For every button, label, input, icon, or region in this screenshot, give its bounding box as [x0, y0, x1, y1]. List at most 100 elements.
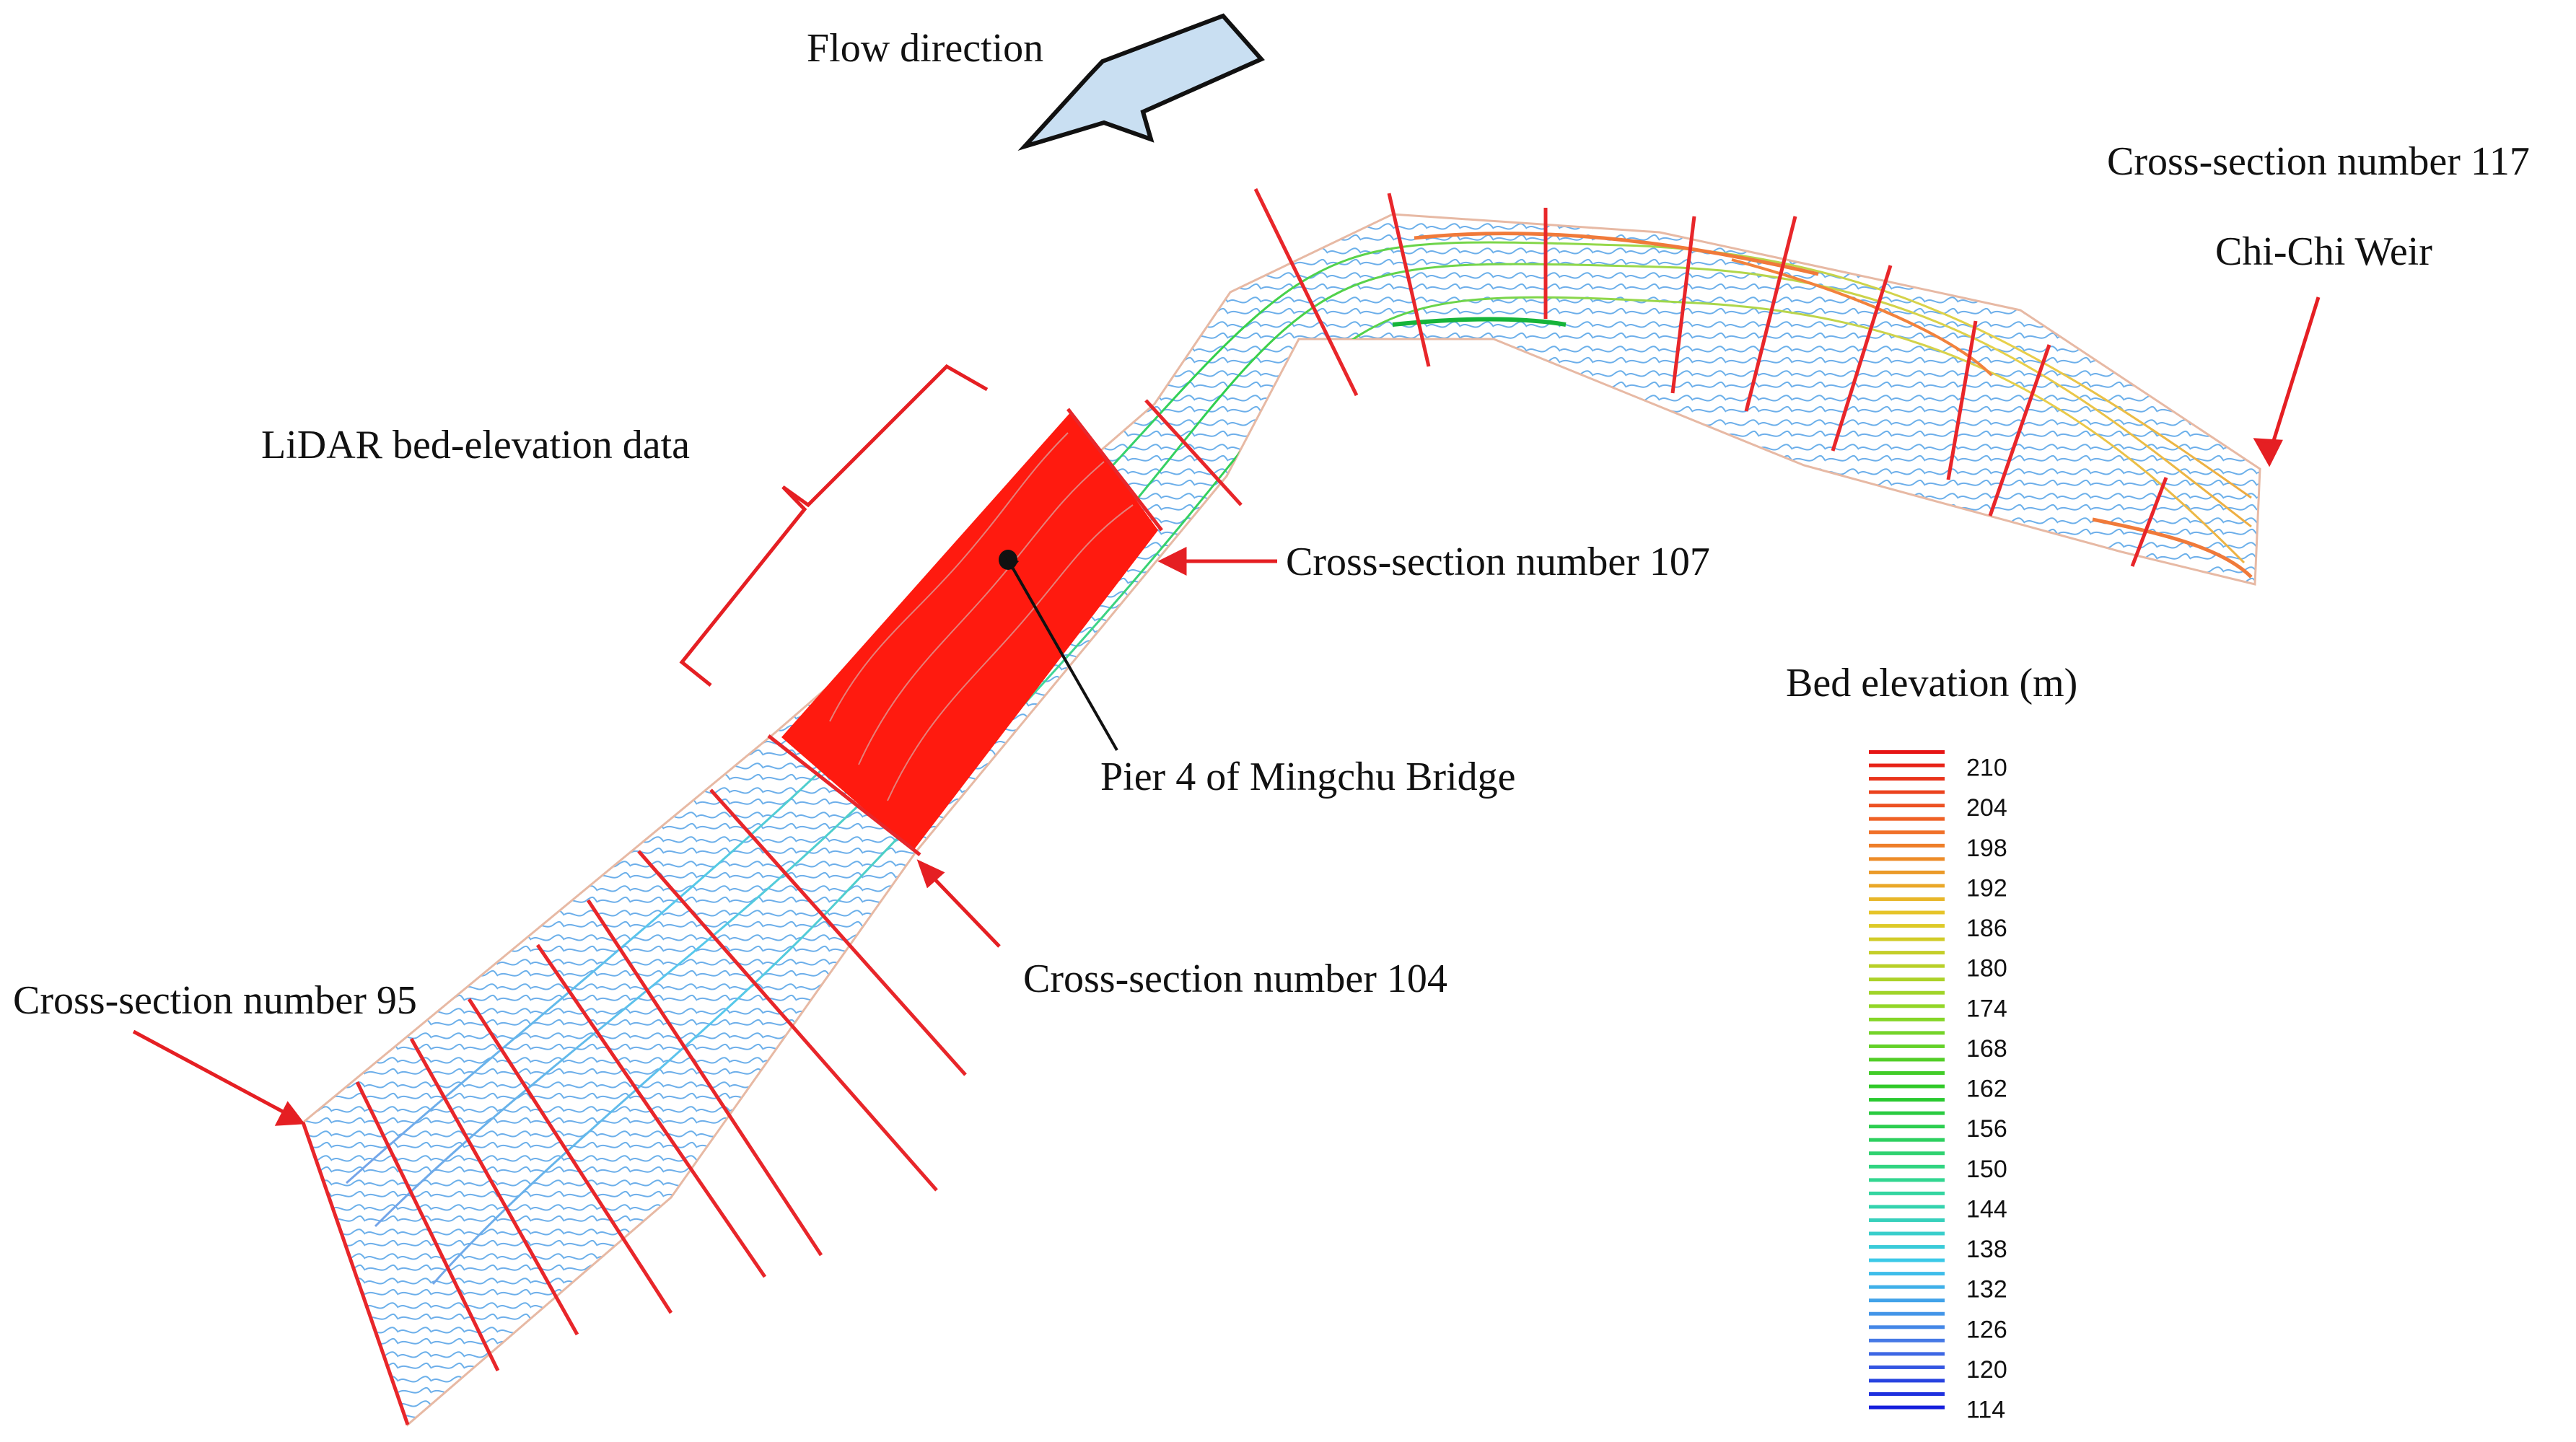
- legend-color-bar: [1869, 870, 1945, 874]
- legend-color-bar: [1869, 1352, 1945, 1356]
- cross-section-107-label: Cross-section number 107: [1286, 540, 1710, 584]
- cross-section-line: [409, 1037, 579, 1336]
- legend-color-bar: [1869, 777, 1945, 781]
- legend-color-bar: [1869, 1365, 1945, 1369]
- cross-section-95-label: Cross-section number 95: [13, 978, 417, 1023]
- legend-value-label: 180: [1966, 955, 2007, 982]
- bed-elevation-legend: Bed elevation (m) 2102041981921861801741…: [1786, 661, 2077, 1424]
- cross-section-line: [467, 998, 673, 1314]
- legend-color-bar: [1869, 1325, 1945, 1329]
- legend-value-label: 138: [1966, 1236, 2007, 1263]
- cross-section-line: [1946, 320, 1978, 480]
- legend-color-bar: [1869, 1392, 1945, 1396]
- annotation-arrows: [132, 296, 2321, 1126]
- cross-section-line: [637, 850, 938, 1192]
- legend-color-bar: [1869, 1058, 1945, 1062]
- legend-color-bar: [1869, 1151, 1945, 1156]
- pier-pointer-arrowhead: [1003, 553, 1019, 570]
- cross-section-line: [586, 899, 823, 1257]
- pier-pointer-line: [1007, 559, 1118, 751]
- legend-color-bar: [1869, 1379, 1945, 1383]
- legend-color-bar: [1869, 1272, 1945, 1276]
- legend-color-bar: [1869, 1231, 1945, 1236]
- legend-color-bar: [1869, 1218, 1945, 1222]
- legend-color-bar: [1869, 1084, 1945, 1089]
- cross-section-line: [301, 1122, 410, 1425]
- legend-color-bar: [1869, 804, 1945, 808]
- legend-value-label: 204: [1966, 794, 2007, 822]
- legend-color-bar: [1869, 1125, 1945, 1129]
- flow-direction-arrow: [1017, 13, 1265, 151]
- legend-color-bar: [1869, 937, 1945, 941]
- legend-color-bar: [1869, 924, 1945, 928]
- legend-value-label: 120: [1966, 1356, 2007, 1384]
- legend-color-bar: [1869, 790, 1945, 794]
- legend-value-label: 186: [1966, 915, 2007, 942]
- legend-value-label: 168: [1966, 1035, 2007, 1063]
- legend-color-bar: [1869, 910, 1945, 915]
- legend-color-bar: [1869, 1298, 1945, 1303]
- legend-color-bar: [1869, 1031, 1945, 1035]
- legend-color-bar: [1869, 1044, 1945, 1048]
- legend-value-label: 114: [1966, 1397, 2005, 1424]
- legend-color-bar: [1869, 1245, 1945, 1249]
- cross-section-117-label: Cross-section number 117: [2107, 139, 2530, 184]
- legend-color-bar: [1869, 1164, 1945, 1169]
- legend-color-bar: [1869, 1205, 1945, 1209]
- legend-color-bar: [1869, 763, 1945, 768]
- legend-color-bar: [1869, 897, 1945, 901]
- legend-value-label: 174: [1966, 995, 2007, 1022]
- legend-value-label: 156: [1966, 1115, 2007, 1143]
- cross-section-line: [535, 944, 767, 1278]
- legend-color-bar: [1869, 1191, 1945, 1195]
- cross-section-line: [1670, 216, 1696, 394]
- legend-value-label: 192: [1966, 874, 2007, 902]
- legend-color-bar: [1869, 817, 1945, 821]
- legend-color-bar: [1869, 1098, 1945, 1102]
- lidar-bracket: [679, 364, 989, 687]
- legend-color-bar: [1869, 977, 1945, 982]
- legend-color-bar: [1869, 1258, 1945, 1262]
- legend-value-label: 132: [1966, 1276, 2007, 1303]
- cross-section-line: [1253, 188, 1359, 397]
- cross-section-line: [1387, 193, 1431, 367]
- legend-color-bar: [1869, 1285, 1945, 1289]
- legend-color-bar: [1869, 1111, 1945, 1115]
- legend-color-bar: [1869, 951, 1945, 955]
- legend-color-bar: [1869, 857, 1945, 861]
- legend-color-bar: [1869, 1138, 1945, 1142]
- cross-section-line: [1988, 344, 2051, 516]
- cross-section-line: [1831, 265, 1893, 452]
- cross-section-line: [1144, 399, 1243, 506]
- legend-color-bar: [1869, 1338, 1945, 1342]
- legend-color-bar: [1869, 1311, 1945, 1316]
- cross-section-104-label: Cross-section number 104: [1023, 957, 1447, 1001]
- lidar-contours: [829, 432, 1134, 801]
- flow-direction-label: Flow direction: [807, 26, 1043, 71]
- legend-color-bar: [1869, 990, 1945, 995]
- legend-color-bar: [1869, 843, 1945, 848]
- legend-color-bar: [1869, 1004, 1945, 1008]
- cross-section-line: [1744, 216, 1797, 412]
- legend-color-bar: [1869, 830, 1945, 835]
- legend-color-bar: [1869, 750, 1945, 754]
- cross-section-lines: [301, 188, 2168, 1425]
- lidar-data-label: LiDAR bed-elevation data: [261, 423, 690, 467]
- legend-items: 2102041981921861801741681621561501441381…: [1869, 750, 2007, 1424]
- contour-lines: [346, 232, 2253, 1285]
- legend-color-bar: [1869, 1405, 1945, 1410]
- legend-value-label: 162: [1966, 1076, 2007, 1103]
- cross-section-line: [1066, 408, 1163, 532]
- legend-value-label: 126: [1966, 1316, 2007, 1343]
- legend-color-bar: [1869, 1017, 1945, 1021]
- legend-value-label: 198: [1966, 835, 2007, 862]
- legend-color-bar: [1869, 1178, 1945, 1182]
- lidar-region: [781, 411, 1158, 851]
- legend-value-label: 210: [1966, 755, 2007, 782]
- legend-value-label: 144: [1966, 1195, 2007, 1223]
- legend-color-bar: [1869, 1071, 1945, 1075]
- cross-section-line: [2130, 477, 2168, 567]
- cross-section-line: [767, 734, 921, 856]
